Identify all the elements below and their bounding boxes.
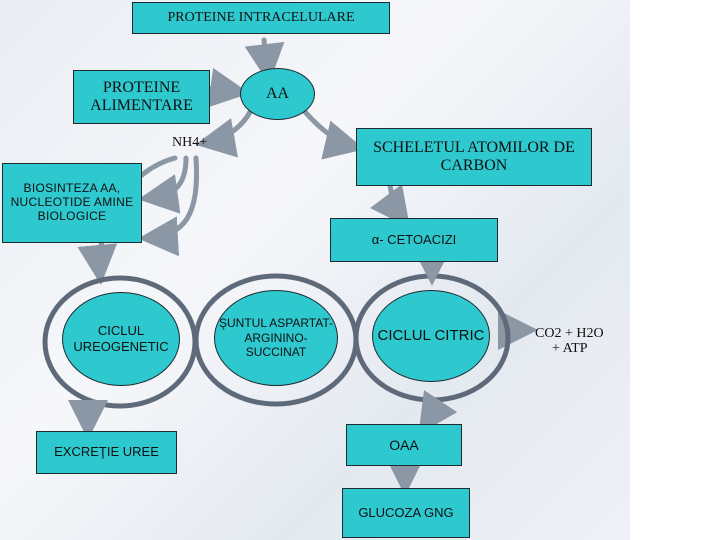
arrow-aa-nh4 (195, 109, 253, 158)
node-suntul: ŞUNTUL ASPARTAT-ARGININO-SUCCINAT (214, 290, 338, 386)
node-ciclul-ureogenetic: CICLUL UREOGENETIC (62, 292, 180, 386)
arrow-nh4-biosinteza-lower (138, 155, 200, 257)
node-excretie: EXCREŢIE UREE (36, 431, 177, 474)
node-ciclul-citric: CICLUL CITRIC (372, 290, 490, 382)
label-nh4: NH4+ (172, 135, 208, 150)
link-ciclul-excretie (68, 399, 109, 440)
link-citric-oaa (418, 389, 458, 435)
arrow-nh4-biosinteza (138, 155, 189, 214)
node-aa: AA (240, 68, 315, 120)
label-co2-h2o: CO2 + H2O (535, 326, 604, 341)
node-scheletul: SCHELETUL ATOMILOR DE CARBON (356, 128, 592, 186)
node-cetoacizi: α- CETOACIZI (330, 218, 498, 262)
node-proteine-alimentare: PROTEINE ALIMENTARE (73, 70, 210, 124)
node-oaa: OAA (346, 424, 462, 466)
node-glucoza: GLUCOZA GNG (342, 488, 470, 538)
arrow-alimentare-aa (207, 67, 250, 108)
arrow-aa-scheletul (297, 103, 365, 160)
arrow-scheletul-cetoacizi (370, 182, 410, 229)
node-proteine-intracelulare: PROTEINE INTRACELULARE (132, 2, 390, 34)
label-atp: + ATP (552, 341, 588, 356)
node-biosinteza: BIOSINTEZA AA, NUCLEOTIDE AMINE BIOLOGIC… (2, 163, 142, 243)
